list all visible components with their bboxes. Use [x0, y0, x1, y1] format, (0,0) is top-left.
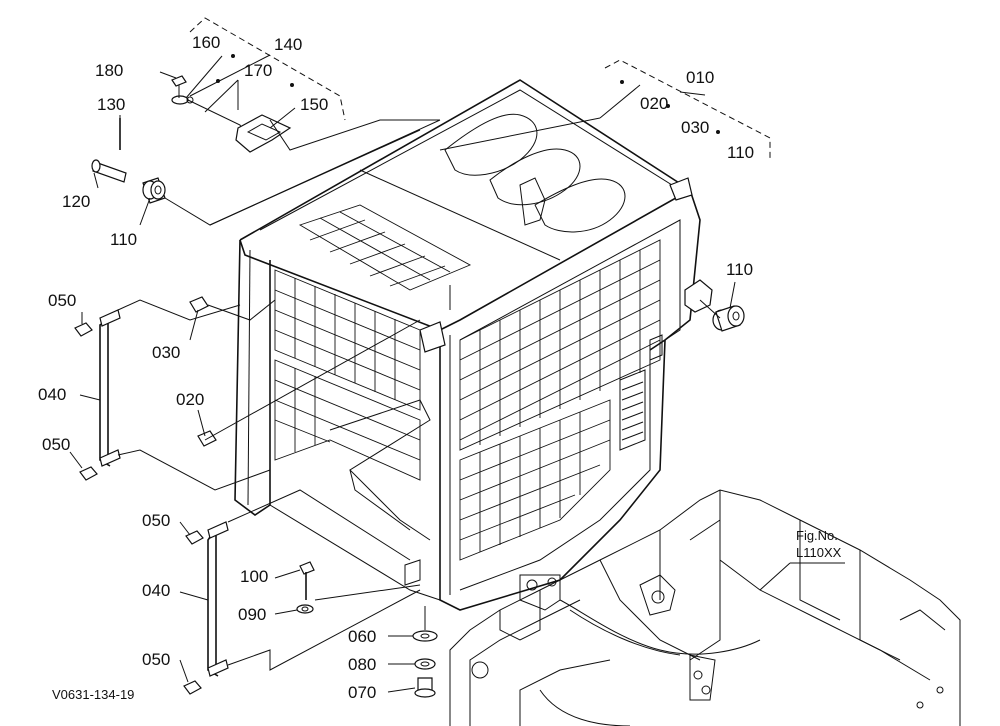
callout-070: 070	[348, 683, 376, 702]
roof-vent-grid	[298, 204, 472, 291]
callout-110-left: 110	[110, 230, 137, 249]
bolt-050-c	[185, 530, 204, 545]
callout-140: 140	[274, 35, 302, 54]
cabin-body	[234, 79, 713, 611]
callout-080: 080	[348, 655, 376, 674]
callout-110-top: 110	[727, 143, 754, 162]
callout-130: 130	[97, 95, 125, 114]
chassis-frame	[449, 489, 961, 726]
fig-ref-label: Fig.No.	[796, 528, 838, 543]
grab-handle-lower	[207, 521, 229, 677]
callout-050-b: 050	[42, 435, 70, 454]
leader-lines	[69, 17, 845, 693]
callout-090: 090	[238, 605, 266, 624]
drawing-code: V0631-134-19	[52, 687, 134, 702]
bolt-050-d	[183, 680, 202, 695]
bolt-050-a	[74, 322, 93, 337]
grab-handle-upper	[99, 309, 121, 467]
callout-120: 120	[62, 192, 90, 211]
callout-030: 030	[152, 343, 180, 362]
callout-030-top: 030	[681, 118, 709, 137]
callout-100: 100	[240, 567, 268, 586]
callout-020: 020	[176, 390, 204, 409]
callout-180: 180	[95, 61, 123, 80]
callout-040-a: 040	[38, 385, 66, 404]
bushing-left	[142, 177, 166, 204]
callout-050-c: 050	[142, 511, 170, 530]
callout-labels: 010 020 030 110 140 150 160 170 180 130 …	[38, 33, 842, 702]
callout-160: 160	[192, 33, 220, 52]
callout-040-b: 040	[142, 581, 170, 600]
callout-020-top: 020	[640, 94, 668, 113]
callout-050-d: 050	[142, 650, 170, 669]
bolt-050-b	[79, 466, 98, 481]
bushing-right	[712, 305, 745, 332]
callout-010: 010	[686, 68, 714, 87]
fig-ref-number: L110XX	[796, 545, 842, 560]
callout-150: 150	[300, 95, 328, 114]
callout-110-right: 110	[726, 260, 753, 279]
side-screen-grid	[459, 239, 661, 561]
left-screen-grid	[274, 269, 421, 481]
callout-060: 060	[348, 627, 376, 646]
callout-170: 170	[244, 61, 272, 80]
small-parts	[74, 75, 745, 698]
callout-050-a: 050	[48, 291, 76, 310]
